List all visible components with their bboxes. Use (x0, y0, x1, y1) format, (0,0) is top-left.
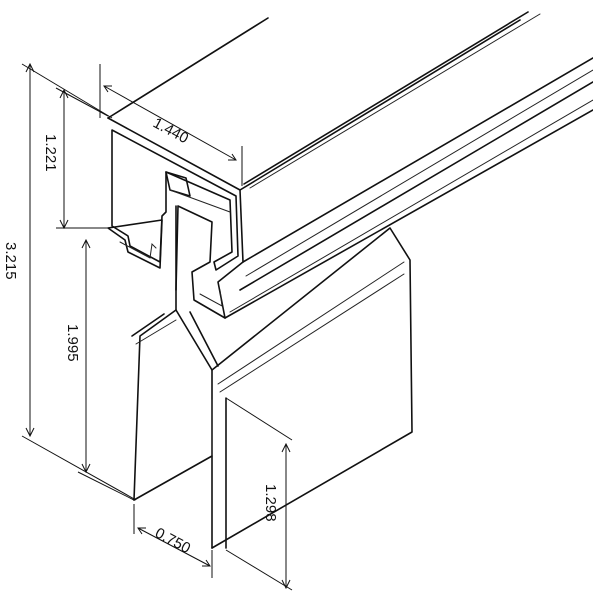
dimension-lines (21, 62, 293, 591)
c-channel-profile (107, 117, 244, 319)
dim-track-height: 1.221 (42, 134, 59, 172)
dim-flange-height: 1.298 (262, 484, 279, 522)
dim-track-width: 1.440 (150, 115, 191, 148)
track-rail (107, 11, 593, 319)
hanger-bracket (131, 205, 413, 549)
dim-overall-height: 3.215 (2, 242, 19, 280)
dim-bracket-height: 1.995 (64, 324, 81, 362)
dim-bracket-width: 0.750 (152, 525, 193, 558)
